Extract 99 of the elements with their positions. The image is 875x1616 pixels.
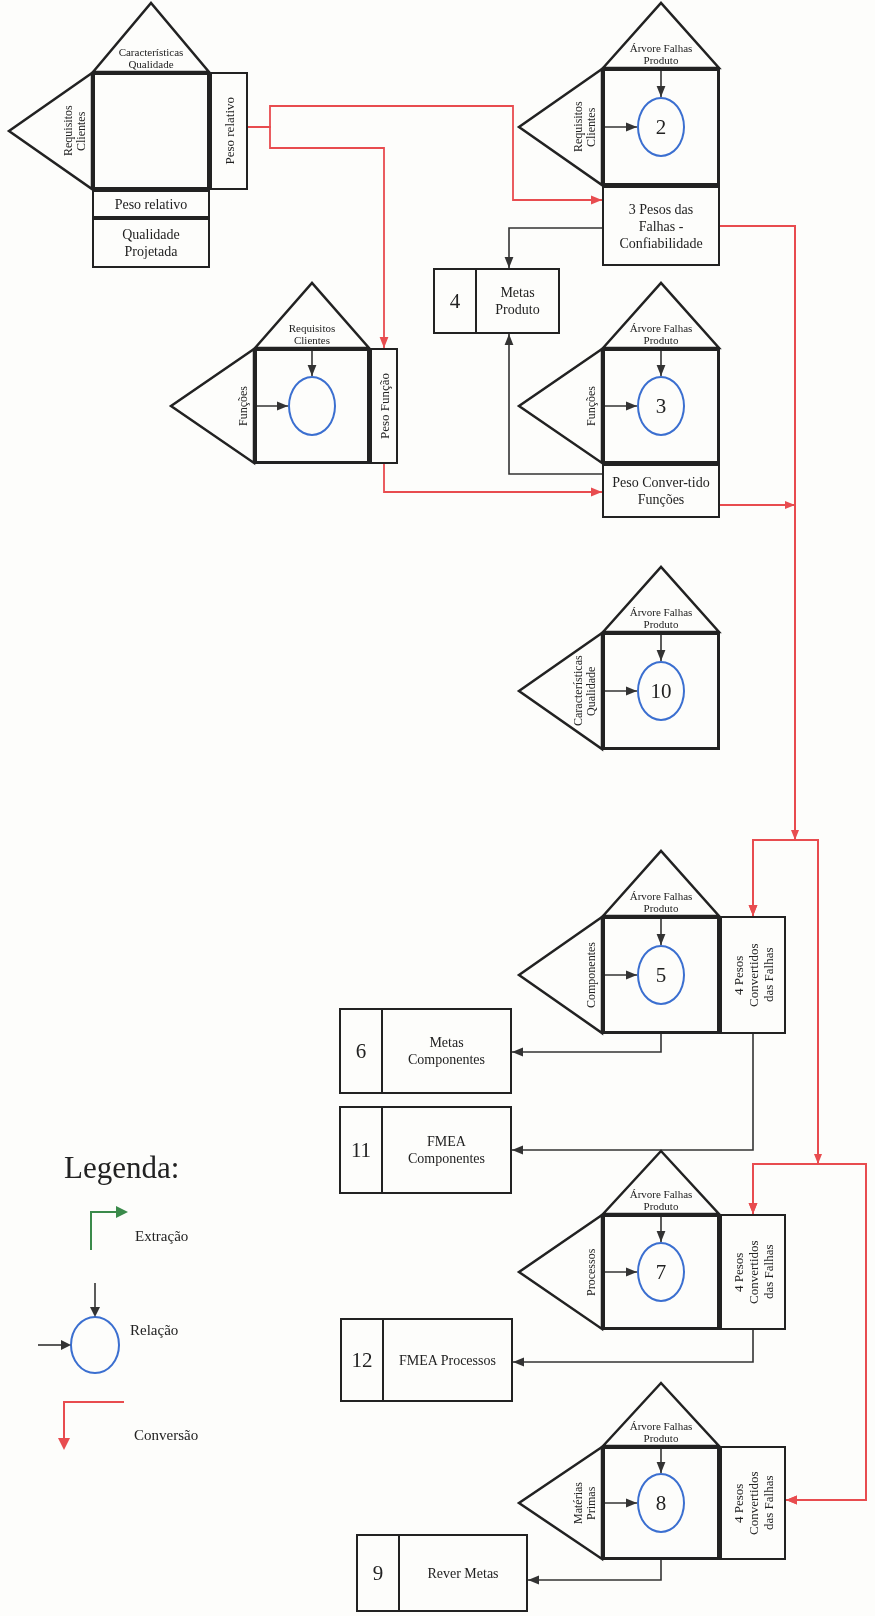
side-triangle bbox=[518, 632, 602, 750]
process-box bbox=[356, 1534, 528, 1612]
circle-number: 3 bbox=[655, 393, 667, 419]
header-label: Árvore Falhas Produto bbox=[628, 322, 694, 346]
relation-circle bbox=[288, 376, 336, 436]
relation-circle bbox=[637, 1242, 685, 1302]
header-label: Árvore Falhas Produto bbox=[628, 890, 694, 914]
process-box bbox=[433, 268, 560, 334]
process-box bbox=[339, 1106, 512, 1194]
step-number: 9 bbox=[358, 1536, 400, 1610]
matrix-column bbox=[210, 72, 248, 190]
matrix-cell bbox=[602, 186, 720, 266]
column-label: Peso relativo bbox=[221, 97, 237, 165]
header-label: Árvore Falhas Produto bbox=[628, 606, 694, 630]
matrix-column bbox=[720, 1446, 786, 1560]
side-label: Requisitos Clientes bbox=[572, 100, 598, 155]
circle-number: 8 bbox=[655, 1490, 667, 1516]
process-box bbox=[340, 1318, 513, 1402]
side-label: Componentes bbox=[585, 941, 598, 1010]
legend-label: Conversão bbox=[134, 1427, 199, 1444]
roof-triangle bbox=[602, 282, 720, 348]
legend-title: Legenda: bbox=[64, 1150, 180, 1186]
box-label: Rever Metas bbox=[426, 1564, 500, 1583]
circle-number: 7 bbox=[655, 1259, 667, 1285]
arrow bbox=[527, 1559, 662, 1585]
matrix-column bbox=[720, 1214, 786, 1330]
cell-label: Peso Conver-tido Funções bbox=[611, 474, 711, 508]
step-number: 4 bbox=[435, 270, 477, 332]
column-label: 4 Pesos Convertidos das Falhas bbox=[730, 942, 776, 1009]
relation-circle bbox=[637, 1473, 685, 1533]
box-label: Metas Produto bbox=[494, 284, 541, 319]
side-label: Processos bbox=[585, 1247, 598, 1298]
matrix-cell bbox=[602, 464, 720, 518]
matrix-box bbox=[92, 72, 210, 190]
arrow bbox=[719, 504, 867, 1505]
matrix-column bbox=[720, 916, 786, 1034]
side-triangle bbox=[8, 72, 92, 190]
relation-circle bbox=[637, 661, 685, 721]
side-label: Funções bbox=[585, 385, 598, 428]
relation-circle bbox=[637, 376, 685, 436]
box-label: FMEA Componentes bbox=[407, 1133, 486, 1168]
side-triangle bbox=[518, 1446, 602, 1560]
box-label: Metas Componentes bbox=[407, 1034, 486, 1069]
column-label: 4 Pesos Convertidos das Falhas bbox=[730, 1470, 776, 1537]
arrow bbox=[511, 1033, 662, 1057]
roof-triangle bbox=[92, 2, 210, 72]
matrix-column bbox=[370, 348, 398, 464]
step-number: 12 bbox=[342, 1320, 384, 1400]
side-label: Requisitos Clientes bbox=[62, 104, 88, 159]
header-label: Árvore Falhas Produto bbox=[628, 1188, 694, 1212]
arrow bbox=[504, 333, 603, 475]
step-number: 6 bbox=[341, 1010, 383, 1092]
header-label: Requisitos Clientes bbox=[287, 322, 337, 346]
cell-label: 3 Pesos das Falhas - Confiabilidade bbox=[618, 200, 704, 252]
side-label: Matérias Primas bbox=[572, 1481, 598, 1526]
roof-triangle bbox=[602, 850, 720, 916]
roof-triangle bbox=[602, 1382, 720, 1446]
header-label: Árvore Falhas Produto bbox=[628, 1420, 694, 1444]
roof-triangle bbox=[602, 1150, 720, 1214]
header-label: Características Qualidade bbox=[117, 46, 185, 70]
arrow bbox=[511, 1033, 754, 1155]
side-label: Características Qualidade bbox=[572, 654, 598, 729]
arrow bbox=[383, 463, 603, 497]
arrow bbox=[512, 1329, 754, 1367]
matrix-box bbox=[602, 632, 720, 750]
legend-label: Relação bbox=[130, 1322, 179, 1339]
cell-label: Peso relativo bbox=[113, 195, 189, 213]
column-label: 4 Pesos Convertidos das Falhas bbox=[730, 1239, 776, 1306]
matrix-cell bbox=[92, 190, 210, 218]
side-triangle bbox=[518, 916, 602, 1034]
cell-label: Qualidade Projetada bbox=[121, 226, 181, 260]
box-label: FMEA Processos bbox=[398, 1351, 497, 1370]
arrow bbox=[504, 227, 603, 269]
side-triangle bbox=[518, 68, 602, 186]
matrix-box bbox=[254, 348, 370, 464]
matrix-cell bbox=[92, 218, 210, 268]
roof-triangle bbox=[602, 566, 720, 632]
legend-label: Extração bbox=[135, 1228, 189, 1245]
side-triangle bbox=[170, 348, 254, 464]
matrix-box bbox=[602, 348, 720, 464]
side-triangle bbox=[518, 1214, 602, 1330]
circle-number: 10 bbox=[650, 678, 672, 704]
side-triangle bbox=[518, 348, 602, 464]
side-label: Funções bbox=[237, 385, 250, 428]
relation-circle bbox=[637, 945, 685, 1005]
column-label: Peso Função bbox=[376, 372, 392, 440]
step-number: 11 bbox=[341, 1108, 383, 1192]
header-label: Árvore Falhas Produto bbox=[628, 42, 694, 66]
matrix-box bbox=[602, 68, 720, 186]
process-box bbox=[339, 1008, 512, 1094]
matrix-box bbox=[602, 1214, 720, 1330]
arrow bbox=[247, 126, 389, 349]
roof-triangle bbox=[254, 282, 370, 348]
circle-number: 5 bbox=[655, 962, 667, 988]
relation-circle bbox=[637, 97, 685, 157]
matrix-box bbox=[602, 916, 720, 1034]
circle-number: 2 bbox=[655, 114, 667, 140]
matrix-box bbox=[602, 1446, 720, 1560]
roof-triangle bbox=[602, 2, 720, 68]
